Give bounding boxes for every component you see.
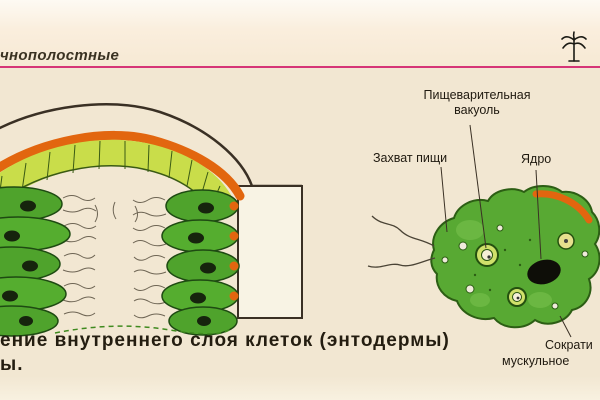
body-wall-section-illustration bbox=[0, 103, 303, 337]
endoderm-cells-left bbox=[0, 186, 71, 337]
figure-caption-line1: ение внутреннего слоя клеток (энтодермы) bbox=[0, 330, 450, 351]
digestive-vacuole-shape bbox=[475, 232, 575, 307]
label-digestive-vacuole-line2: вакуоль bbox=[454, 103, 500, 117]
figure-caption-line2: ы. bbox=[0, 354, 24, 375]
cell-flagella-lines bbox=[367, 215, 436, 268]
label-digestive-vacuole: Пищеварительная вакуоль bbox=[402, 88, 552, 118]
cell-ectoderm-band bbox=[532, 190, 593, 224]
label-contractile-line2: мускульное bbox=[502, 354, 570, 368]
frame-box bbox=[237, 185, 303, 319]
label-food-capture: Захват пищи bbox=[373, 151, 448, 165]
section-marker-icon bbox=[561, 31, 587, 62]
nucleus-shape bbox=[527, 259, 561, 285]
label-contractile-line1: Сократи bbox=[545, 338, 593, 352]
small-vesicles bbox=[441, 224, 589, 310]
endoderm-cells-right bbox=[161, 189, 240, 336]
cell-nuclei-left bbox=[2, 200, 38, 326]
section-title: чнополостные bbox=[0, 47, 120, 64]
flagella-lines bbox=[62, 195, 167, 319]
divider-rule bbox=[0, 66, 600, 68]
cytoplasm-highlights bbox=[456, 220, 552, 308]
label-digestive-vacuole-line1: Пищеварительная bbox=[423, 88, 531, 102]
ectoderm-band bbox=[0, 130, 245, 201]
outer-contour-line bbox=[0, 103, 302, 188]
bottom-fade bbox=[0, 376, 600, 400]
label-nucleus: Ядро bbox=[521, 152, 552, 166]
ectoderm-dots bbox=[229, 201, 239, 301]
fan-cells-band bbox=[0, 139, 232, 210]
endoderm-cell-illustration bbox=[367, 124, 600, 338]
cell-nuclei-right bbox=[188, 202, 216, 326]
top-band bbox=[0, 0, 600, 66]
leader-lines bbox=[440, 124, 572, 338]
